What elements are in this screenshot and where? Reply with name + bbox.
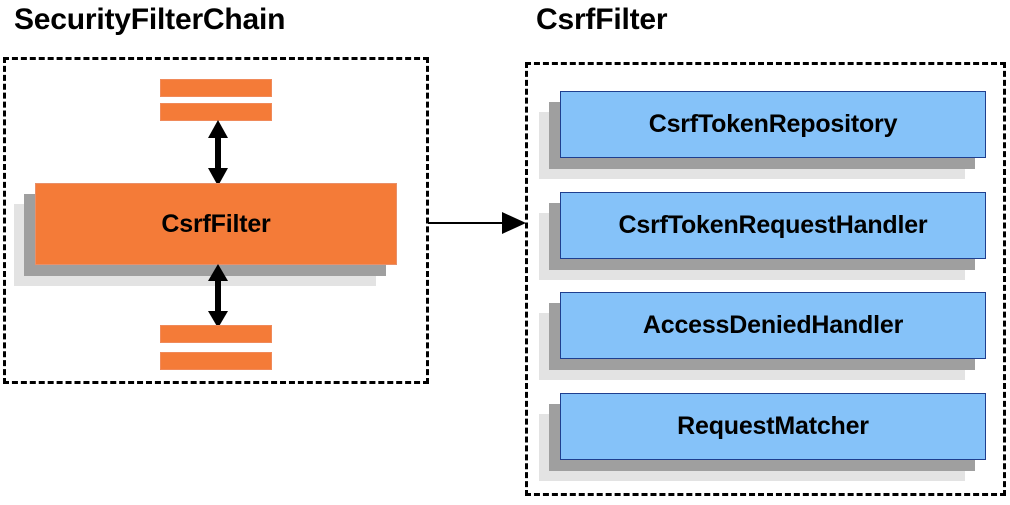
node-face: CsrfTokenRequestHandler xyxy=(560,192,986,259)
node-label: RequestMatcher xyxy=(677,412,869,440)
left-to-right-arrow xyxy=(428,212,526,234)
node-face: CsrfTokenRepository xyxy=(560,91,986,158)
bidirectional-arrow-above-csrffilter xyxy=(207,120,229,186)
node-label: AccessDeniedHandler xyxy=(642,311,904,339)
node-face: AccessDeniedHandler xyxy=(560,292,986,359)
security-filter-chain-group xyxy=(3,57,429,384)
csrffilter-collaborators-group xyxy=(525,62,1006,496)
node-requestmatcher[interactable]: RequestMatcher xyxy=(539,393,986,481)
node-accessdeniedhandler[interactable]: AccessDeniedHandler xyxy=(539,292,986,380)
bidirectional-arrow-below-csrffilter xyxy=(207,264,229,328)
node-label: CsrfTokenRequestHandler xyxy=(618,211,928,239)
left-panel-title: SecurityFilterChain xyxy=(14,3,286,36)
node-label: CsrfTokenRepository xyxy=(648,110,898,138)
filter-bar-top-2 xyxy=(160,103,272,121)
right-panel-title: CsrfFilter xyxy=(536,3,668,36)
node-label: CsrfFilter xyxy=(161,209,271,238)
node-face: CsrfFilter xyxy=(35,183,397,265)
node-csrffilter[interactable]: CsrfFilter xyxy=(14,183,397,286)
node-csrftokenrequesthandler[interactable]: CsrfTokenRequestHandler xyxy=(539,192,986,280)
node-csrftokenrepository[interactable]: CsrfTokenRepository xyxy=(539,91,986,179)
filter-bar-top-1 xyxy=(160,79,272,97)
filter-bar-bottom-2 xyxy=(160,352,272,370)
filter-bar-bottom-1 xyxy=(160,325,272,343)
node-face: RequestMatcher xyxy=(560,393,986,460)
